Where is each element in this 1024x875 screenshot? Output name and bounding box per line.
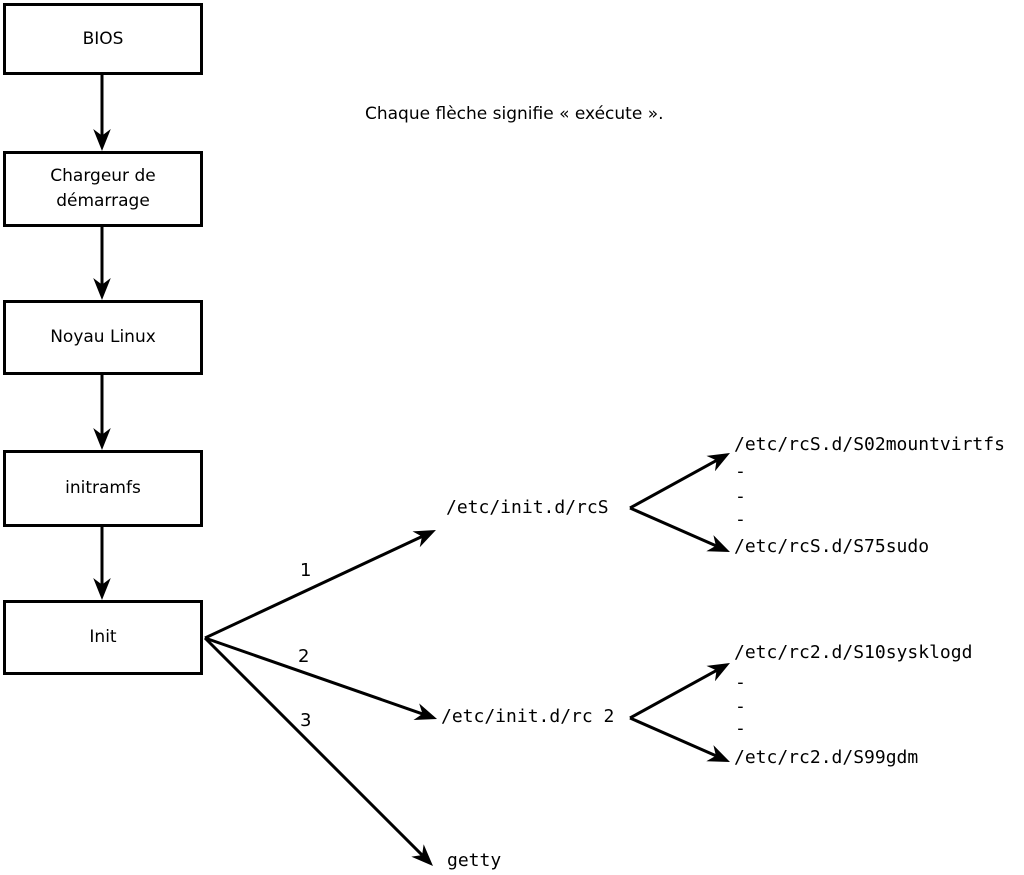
ellipsis-dash: - — [735, 461, 746, 482]
ellipsis-dash: - — [735, 672, 746, 693]
diagram-caption: Chaque flèche signifie « exécute ». — [365, 104, 664, 124]
node-init: Init — [3, 600, 203, 675]
node-bootloader: Chargeur de démarrage — [3, 151, 203, 227]
script-path-s02mountvirtfs: /etc/rcS.d/S02mountvirtfs — [734, 434, 1005, 455]
arrow-init-to-rcS — [204, 529, 436, 640]
script-path-s10sysklogd: /etc/rc2.d/S10sysklogd — [734, 642, 973, 663]
script-path-s75sudo: /etc/rcS.d/S75sudo — [734, 536, 930, 557]
script-path-rcS: /etc/init.d/rcS — [446, 497, 609, 518]
script-path-getty: getty — [447, 850, 502, 871]
node-initramfs: initramfs — [3, 450, 203, 527]
node-kernel-label: Noyau Linux — [50, 327, 156, 347]
arrow-rc2-to-s99gdm — [629, 716, 730, 763]
branch-number-1: 1 — [300, 560, 312, 581]
node-bios-label: BIOS — [82, 28, 124, 49]
arrow-init-to-rc2 — [204, 636, 438, 721]
node-initramfs-label: initramfs — [65, 478, 141, 498]
branch-number-3: 3 — [300, 710, 312, 731]
arrow-rcS-to-s02mountvirtfs — [629, 452, 730, 510]
arrow-rc2-to-s10sysklogd — [629, 662, 730, 720]
node-bios: BIOS — [3, 3, 203, 75]
ellipsis-dash: - — [735, 718, 746, 739]
ellipsis-dash: - — [735, 696, 746, 717]
script-path-s99gdm: /etc/rc2.d/S99gdm — [734, 747, 919, 768]
ellipsis-dash: - — [735, 509, 746, 530]
branch-number-2: 2 — [298, 646, 310, 667]
script-path-rc2: /etc/init.d/rc 2 — [441, 706, 615, 727]
arrow-init-to-getty — [203, 636, 433, 866]
arrow-rcS-to-s75sudo — [629, 506, 730, 553]
node-kernel: Noyau Linux — [3, 300, 203, 375]
node-bootloader-label: Chargeur de démarrage — [50, 166, 156, 211]
ellipsis-dash: - — [735, 486, 746, 507]
node-init-label: Init — [89, 627, 117, 647]
